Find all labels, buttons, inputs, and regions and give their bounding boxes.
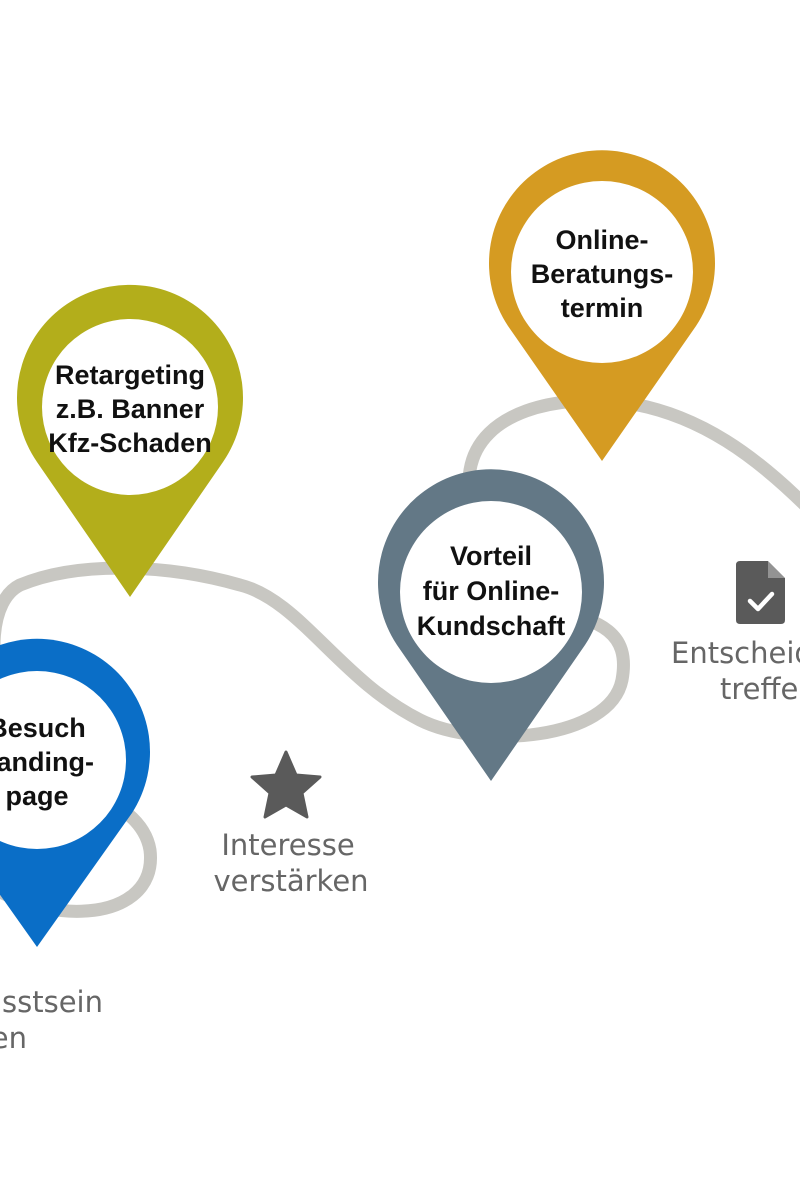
pin-label-line: Vorteil	[450, 541, 532, 571]
pin-online-advantage: Vorteil für Online- Kundschaft	[378, 469, 605, 781]
pin-retargeting: Retargeting z.B. Banner Kfz-Schaden	[17, 284, 244, 597]
stage-decision: Entscheidung treffen	[671, 561, 800, 706]
pin-label-line: termin	[561, 293, 644, 323]
pin-label-line: Landing-	[0, 747, 94, 777]
pin-inner-circle	[400, 501, 582, 683]
pin-label-line: Beratungs-	[531, 259, 674, 289]
pin-inner-circle	[511, 181, 693, 363]
pin-label-line: für Online-	[423, 576, 560, 606]
pin-landing-page: Besuch Landing- page	[0, 638, 150, 947]
stage-label-line: Interesse	[221, 828, 354, 862]
stage-label-line: Entscheidung	[671, 636, 800, 670]
document-check-icon	[736, 561, 785, 624]
pin-inner-circle	[0, 671, 126, 849]
stage-label-line: schaffen	[0, 1021, 27, 1055]
stage-label-line: treffen	[720, 672, 800, 706]
stage-awareness: Bewusstsein schaffen	[0, 985, 103, 1055]
pin-online-consultation: Online- Beratungs- termin	[489, 150, 715, 461]
pin-label-line: Kfz-Schaden	[48, 428, 212, 458]
stage-label-line: verstärken	[213, 864, 368, 898]
pin-label-line: Online-	[556, 225, 649, 255]
pin-inner-circle	[42, 319, 218, 495]
pin-label-line: Kundschaft	[417, 611, 566, 641]
star-icon	[250, 750, 322, 819]
pin-label-line: page	[5, 781, 68, 811]
pin-label-line: Besuch	[0, 713, 86, 743]
pin-label-line: Retargeting	[55, 360, 205, 390]
stage-label-line: Bewusstsein	[0, 985, 103, 1019]
stage-interest: Interesse verstärken	[213, 750, 369, 898]
pin-label-line: z.B. Banner	[56, 394, 205, 424]
